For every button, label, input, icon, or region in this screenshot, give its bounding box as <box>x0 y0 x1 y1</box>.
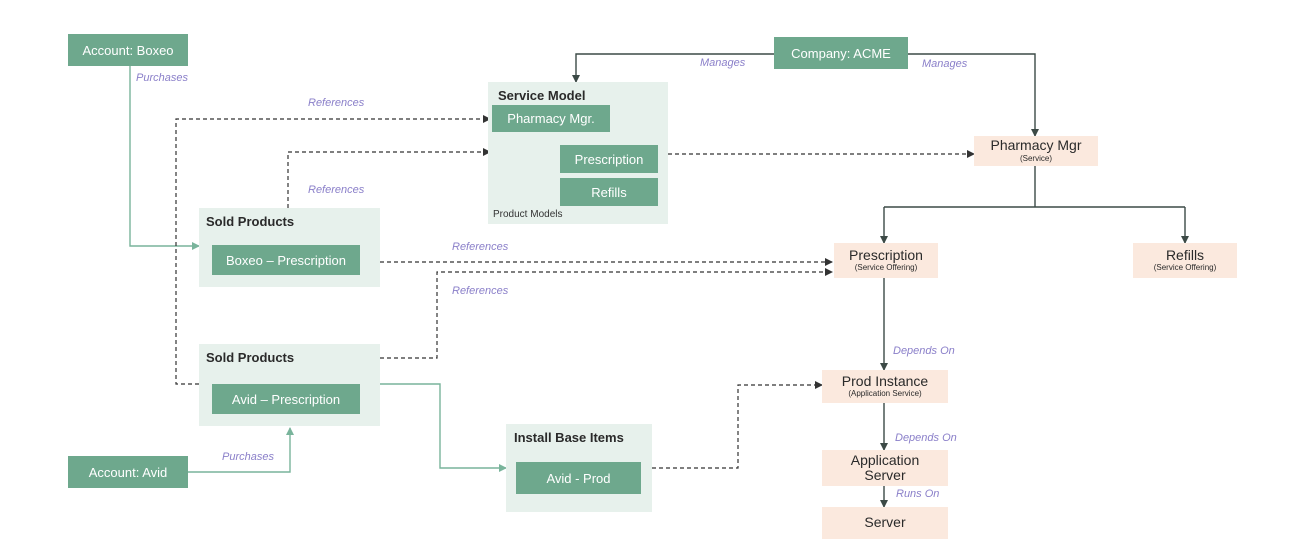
pharmacy-mgr-service-type: (Service) <box>1019 153 1052 163</box>
refills-model-node[interactable]: Refills <box>560 178 658 206</box>
references-label-1: References <box>308 97 365 109</box>
references-label-3: References <box>452 241 509 253</box>
pharmacy-mgr-model-node[interactable]: Pharmacy Mgr. <box>492 105 610 132</box>
purchases-boxeo-label: Purchases <box>136 72 188 84</box>
avid-prod-node[interactable]: Avid - Prod <box>516 462 641 494</box>
avid-prescription-node[interactable]: Avid – Prescription <box>212 384 360 414</box>
server-node[interactable]: Server <box>822 507 948 539</box>
edge-sold-to-install-base <box>380 383 507 472</box>
purchases-avid-label: Purchases <box>222 451 274 463</box>
refills-offering-type: (Service Offering) <box>1153 263 1217 273</box>
service-model-title: Service Model <box>498 88 586 103</box>
edge-references-boxeo-to-service-model <box>287 148 491 208</box>
refills-offering-node[interactable]: Refills (Service Offering) <box>1133 243 1237 278</box>
product-models-caption: Product Models <box>493 209 563 220</box>
prescription-offering-name: Prescription <box>849 246 923 263</box>
prod-instance-type: (Application Service) <box>848 389 922 399</box>
application-server-line2: Server <box>864 467 906 483</box>
application-server-node[interactable]: Application Server <box>822 450 948 486</box>
boxeo-prescription-node[interactable]: Boxeo – Prescription <box>212 245 360 275</box>
account-avid-node[interactable]: Account: Avid <box>68 456 188 488</box>
prod-instance-name: Prod Instance <box>841 372 929 389</box>
edge-purchases-avid <box>188 427 294 473</box>
edge-install-base-to-prod-instance <box>652 381 823 469</box>
company-acme-node[interactable]: Company: ACME <box>774 37 908 69</box>
edge-manages-pharmacy-mgr <box>908 53 1039 137</box>
runs-on-label: Runs On <box>896 488 940 500</box>
pharmacy-mgr-service-node[interactable]: Pharmacy Mgr (Service) <box>974 136 1098 166</box>
sold-products-avid-title: Sold Products <box>206 350 295 365</box>
edge-purchases-boxeo <box>129 66 200 250</box>
manages-right-label: Manages <box>922 58 968 70</box>
prod-instance-node[interactable]: Prod Instance (Application Service) <box>822 370 948 403</box>
account-boxeo-node[interactable]: Account: Boxeo <box>68 34 188 66</box>
pharmacy-mgr-service-name: Pharmacy Mgr <box>990 137 1082 154</box>
install-base-title: Install Base Items <box>514 430 624 445</box>
prescription-offering-node[interactable]: Prescription (Service Offering) <box>834 243 938 278</box>
prescription-offering-type: (Service Offering) <box>854 263 918 273</box>
server-name: Server <box>864 514 906 531</box>
depends-on-label-1: Depends On <box>893 345 955 357</box>
references-label-2: References <box>308 184 365 196</box>
edge-references-avid-to-pharmacy-model <box>175 115 491 385</box>
sold-products-boxeo-title: Sold Products <box>206 214 295 229</box>
depends-on-label-2: Depends On <box>895 432 957 444</box>
references-label-4: References <box>452 285 509 297</box>
prescription-model-node[interactable]: Prescription <box>560 145 658 173</box>
refills-offering-name: Refills <box>1165 246 1205 263</box>
application-server-line1: Application <box>850 451 920 468</box>
edge-manages-service-model <box>572 53 774 83</box>
manages-left-label: Manages <box>700 57 746 69</box>
edge-references-avid-to-prescription <box>380 268 833 359</box>
